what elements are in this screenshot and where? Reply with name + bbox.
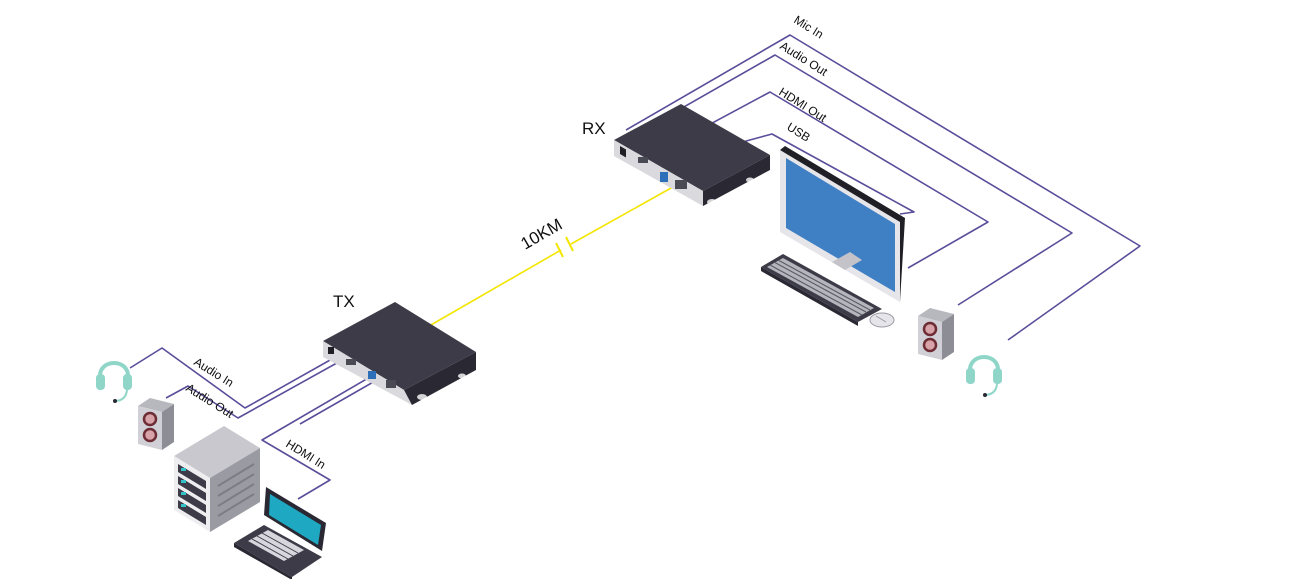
rx-front [614, 140, 703, 206]
rx-foot [707, 199, 717, 205]
tx-port-sfp-icon [386, 380, 396, 388]
tx-server-wire [299, 380, 376, 425]
rx-side [703, 155, 770, 206]
tx-port-hdmi-icon [368, 371, 376, 379]
headset-icon [966, 355, 1002, 397]
rx-port-hdmi-icon [660, 172, 668, 182]
rx-mic-in-wire [625, 34, 1141, 341]
rx-port-audio-icon [638, 157, 648, 163]
server-icon [174, 426, 260, 532]
rx-usb-label: USB [784, 120, 812, 145]
tx-front [323, 341, 412, 405]
tx-foot [417, 394, 427, 400]
tx-audio-out-wire [165, 358, 345, 419]
headset-icon [96, 361, 132, 403]
rx-foot [746, 177, 754, 183]
tx-port-audio-icon [328, 347, 334, 354]
rx-hdmi-out-label: HDMI Out [776, 85, 829, 125]
rx-mic-in-label: Mic In [791, 13, 826, 42]
rx-port-usb-icon [620, 146, 626, 158]
laptop-icon [234, 487, 326, 579]
tx-device [323, 302, 476, 405]
rx-port-sfp-icon [675, 180, 687, 189]
monitor-icon [780, 146, 905, 302]
tx-port-audio-icon [346, 359, 356, 365]
fiber-link-rx [570, 182, 681, 245]
rx-label: RX [582, 119, 606, 138]
tx-audio-in-wire [129, 347, 340, 409]
speaker-icon [918, 308, 954, 360]
rx-top [614, 104, 770, 191]
tx-side [404, 352, 476, 405]
keyboard-icon [761, 254, 882, 326]
mouse-icon [869, 312, 895, 328]
cables [129, 34, 1141, 500]
tx-foot [458, 373, 466, 379]
tx-top [323, 302, 476, 390]
tx-hdmi-in-wire [261, 376, 371, 500]
fiber-break-mark [555, 242, 564, 258]
rx-device [614, 104, 770, 206]
tx-label: TX [333, 292, 355, 311]
rx-audio-out-wire [632, 54, 1073, 306]
fiber-break-mark [565, 236, 574, 252]
speaker-icon [138, 398, 174, 450]
